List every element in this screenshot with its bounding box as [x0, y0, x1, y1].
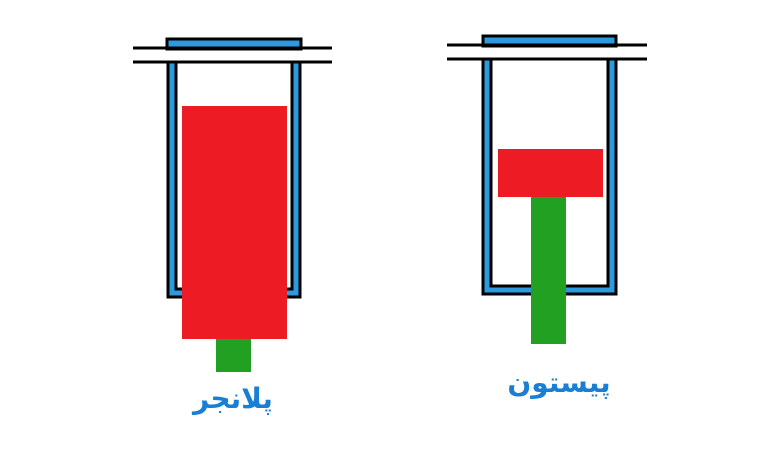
piston-label: پیستون [507, 366, 610, 399]
piston-head [498, 149, 603, 197]
plunger-body [182, 106, 287, 339]
plunger-figure: پلانجر [133, 37, 332, 415]
piston-cylinder-wall [481, 57, 618, 296]
plunger-label: پلانجر [191, 382, 273, 415]
piston-figure: پیستون [447, 34, 647, 399]
plunger-rod [216, 339, 251, 372]
piston-rod [531, 196, 566, 344]
